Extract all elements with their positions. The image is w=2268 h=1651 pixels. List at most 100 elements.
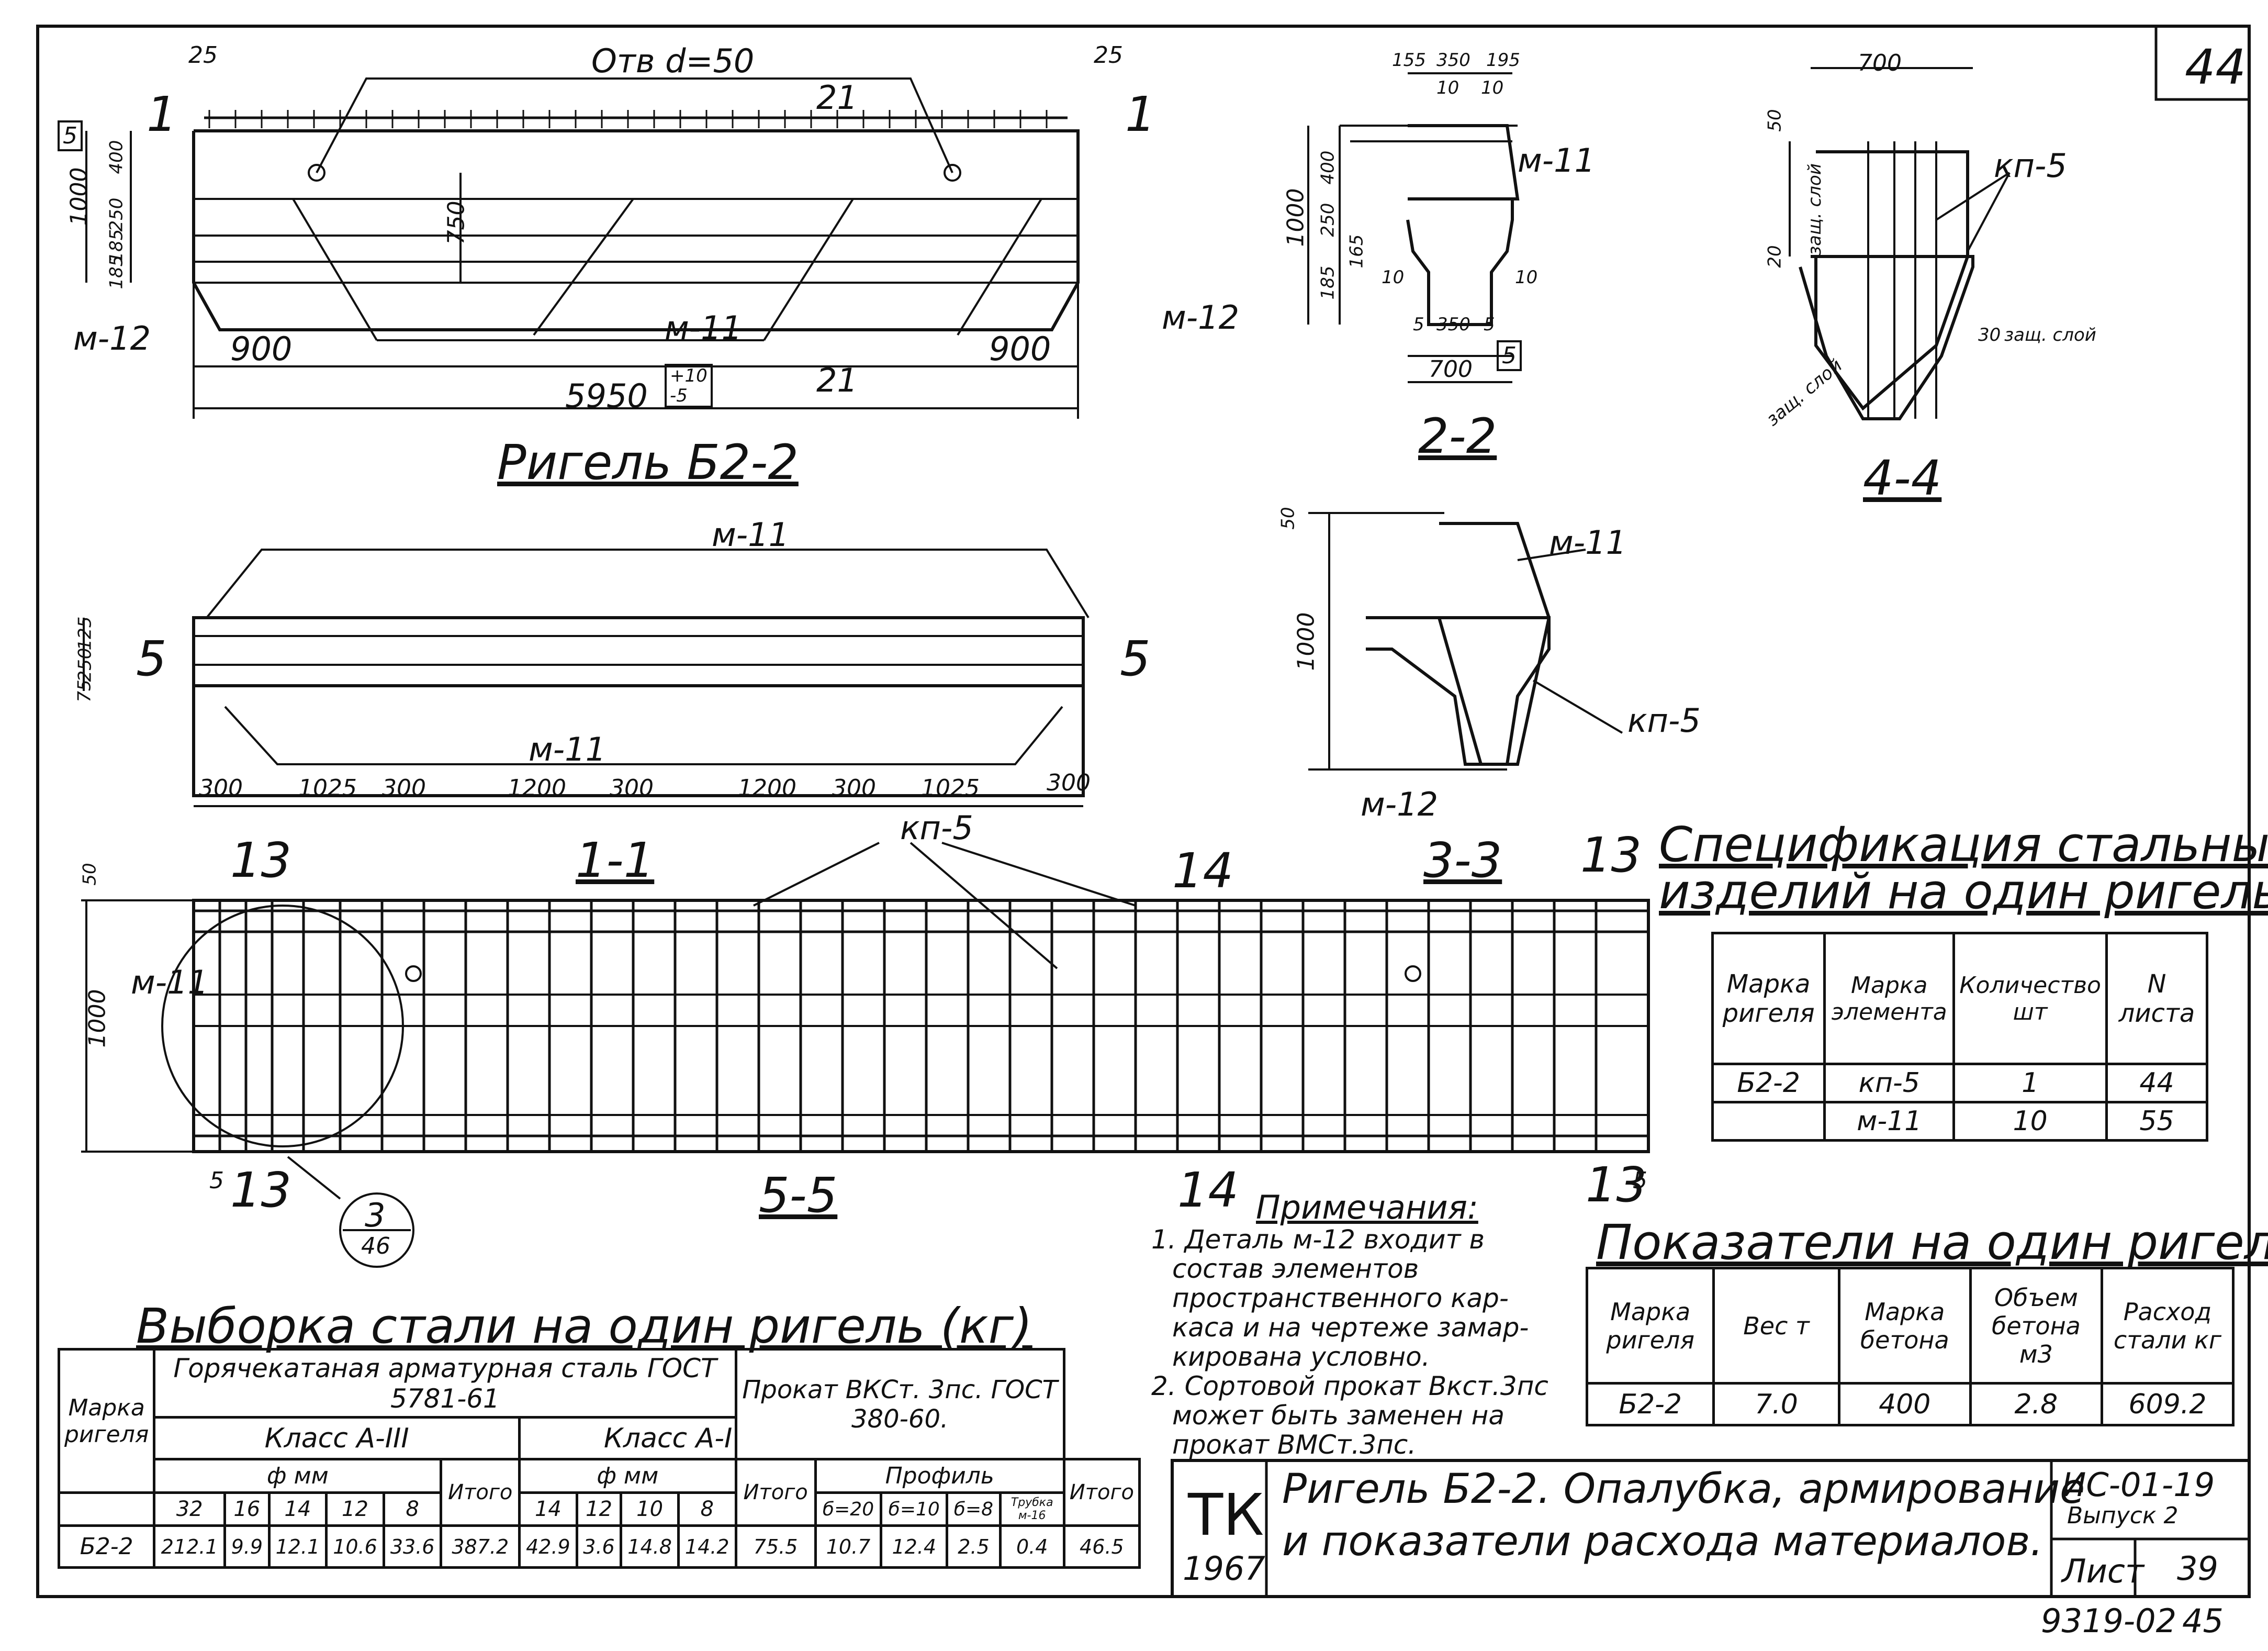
steel-table-title: Выборка стали на один ригель (кг) (136, 1298, 1032, 1354)
st-sub-prof-3: б=8 (946, 1491, 1002, 1527)
ind-r-2: 7.0 (1712, 1382, 1840, 1426)
s22-dim-700: 700 (1429, 356, 1473, 383)
beam-title: Ригель Б2-2 (497, 434, 799, 490)
ind-r-3: 400 (1837, 1382, 1972, 1426)
org-mark: ТК (1188, 1481, 1264, 1548)
mark-m11: м-11 (665, 309, 743, 347)
st-sub-a3-5: 8 (382, 1491, 443, 1527)
steel-table: Марка ригеля Горячекатаная арматурная ст… (57, 1348, 1141, 1569)
s55-cut-14-top: 14 (1172, 843, 1234, 899)
st-sub-prof-4: Трубка м-16 (998, 1491, 1065, 1527)
s55-mark-m11: м-11 (131, 963, 209, 1001)
sheet-no: 39 (2177, 1549, 2218, 1588)
tol-plus: +10 (670, 365, 708, 386)
spec-title-1: Спецификация стальных (1659, 817, 2268, 873)
st-sub-a3-4: 12 (325, 1491, 385, 1527)
s33-mark-m11: м-11 (1549, 523, 1627, 562)
footer-code: 9319-02 (2041, 1602, 2177, 1640)
mark-m12-right: м-12 (1162, 298, 1240, 337)
st-row-c6: 387.2 (440, 1524, 521, 1569)
dim-25-left: 25 (188, 42, 218, 69)
st-sub-a1-2: 12 (575, 1491, 623, 1527)
title-line-2: и показатели расхода материалов. (1282, 1518, 2044, 1565)
ind-r-4: 2.8 (1969, 1382, 2103, 1426)
note-line: 1. Деталь м-12 входит в (1151, 1224, 1485, 1255)
s55-dim-50: 50 (79, 863, 100, 886)
spec-r1-c3: 1 (1952, 1063, 2108, 1103)
s11-dim-125: 125 (74, 616, 96, 651)
st-sub-a3-1: 32 (153, 1491, 227, 1527)
mark-m12-left: м-12 (73, 319, 151, 358)
s33-dim-50: 50 (1277, 507, 1299, 530)
s11-mark-bottom: м-11 (529, 730, 607, 768)
st-row-c3: 12.1 (267, 1524, 328, 1569)
s55-cut-13-top: 13 (230, 832, 292, 888)
tol-minus: -5 (670, 385, 688, 406)
s11-dim-300b: 300 (382, 775, 426, 801)
note-line: состав элементов (1172, 1254, 1419, 1284)
s11-dim-300a: 300 (199, 775, 243, 801)
st-sub-a1-3: 10 (620, 1491, 680, 1527)
note-line: может быть заменен на (1172, 1400, 1505, 1431)
st-row-c7: 42.9 (518, 1524, 578, 1569)
st-row-c15: 0.4 (998, 1524, 1065, 1569)
s55-dim-1000: 1000 (84, 989, 111, 1048)
st-row-c5: 33.6 (382, 1524, 443, 1569)
dim-900-left: 900 (230, 330, 293, 368)
spec-r2-c4: 55 (2105, 1101, 2209, 1142)
s44-dim-30: 30 (1978, 325, 2001, 345)
st-sub-a1-4: 8 (677, 1491, 737, 1527)
spec-title-2: изделий на один ригель. (1659, 864, 2268, 920)
org-year: 1967 (1183, 1549, 1265, 1588)
s11-cut-left: 5 (136, 631, 167, 687)
s55-dim-5-right: 5 (1633, 1167, 1647, 1194)
s11-dim-300d: 300 (832, 775, 876, 801)
st-col-mark: Марка ригеля (57, 1348, 156, 1494)
section-21-top: 21 (816, 79, 858, 117)
ind-r-1: Б2-2 (1585, 1382, 1715, 1426)
s55-dim-5-left: 5 (209, 1167, 224, 1194)
s11-cut-right: 5 (1120, 631, 1151, 687)
s11-dim-300e: 300 (1047, 769, 1091, 796)
st-group-hot: Горячекатаная арматурная сталь ГОСТ 5781… (153, 1348, 737, 1419)
s22-dim-165: 165 (1346, 234, 1367, 269)
sheet-label: Лист (2062, 1552, 2145, 1590)
overall-length: 5950 (565, 377, 648, 415)
s22-dim-155: 155 (1392, 50, 1426, 71)
st-class-a3: Класс А-III (153, 1416, 521, 1460)
st-phi-a3: ф мм (153, 1458, 443, 1494)
ind-h-4: Объем бетона м3 (1969, 1267, 2103, 1385)
section-21-bottom: 21 (816, 361, 858, 399)
s22-dim-5a: 5 (1413, 314, 1424, 335)
s22-side-10a: 10 (1382, 267, 1405, 288)
series-code: ИС-01-19 (2062, 1466, 2215, 1504)
st-row-c13: 12.4 (880, 1524, 949, 1569)
dim-400: 400 (106, 140, 127, 174)
callout-bottom: 46 (361, 1233, 390, 1259)
footer-page: 45 (2182, 1602, 2224, 1640)
spec-r2-c3: 10 (1952, 1101, 2108, 1142)
indicators-title: Показатели на один ригель. (1596, 1214, 2268, 1270)
section-cut-right: 1 (1125, 86, 1156, 142)
dim-185b: 185 (106, 255, 127, 289)
s11-dim-1200a: 1200 (508, 775, 566, 801)
st-row-c14: 2.5 (946, 1524, 1002, 1569)
s11-dim-1200b: 1200 (738, 775, 796, 801)
callout-top: 3 (365, 1196, 386, 1234)
st-row-c8: 3.6 (575, 1524, 623, 1569)
s55-cut-13-right: 13 (1580, 827, 1642, 883)
s22-dim-350: 350 (1436, 50, 1470, 71)
s44-dim-50: 50 (1764, 109, 1786, 132)
dim-900-right: 900 (989, 330, 1051, 368)
hole-label: Отв d=50 (591, 42, 755, 80)
s55-mark-kp5: кп-5 (900, 809, 973, 847)
spec-steel-table: Марка ригеля Марка элемента Количество ш… (1711, 932, 2209, 1142)
s11-title: 1-1 (576, 832, 655, 888)
st-row-c10: 14.2 (677, 1524, 737, 1569)
s55-title: 5-5 (759, 1167, 838, 1223)
s44-cover-left: защ. слой (1804, 163, 1825, 255)
s44-title: 4-4 (1863, 450, 1942, 506)
s22-dim-350-bottom: 350 (1436, 314, 1470, 335)
dim-1000: 1000 (65, 167, 93, 226)
